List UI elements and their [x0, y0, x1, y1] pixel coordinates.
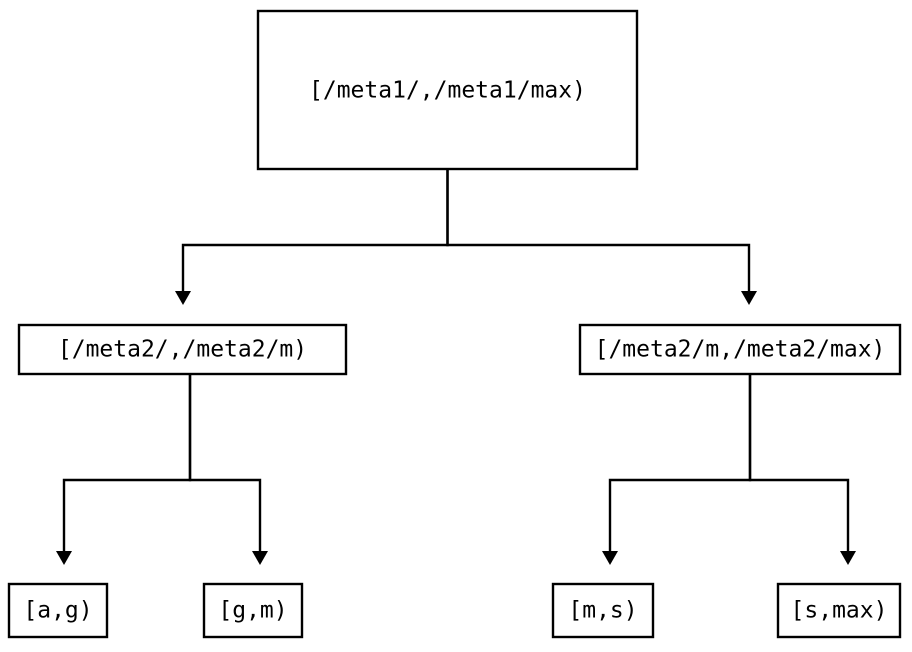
tree-node-leaf-a-g[interactable]: [a,g) — [7, 582, 109, 639]
edge-group-mid-right — [602, 374, 856, 565]
edge-group-mid-left — [56, 374, 268, 565]
tree-node-leaf-g-m-label: [g,m) — [218, 598, 287, 624]
edge-root-to-mid-left-line — [181, 169, 449, 291]
edge-mid-right-to-leaf-s-max-arrow-icon — [840, 551, 856, 565]
edge-mid-left-to-leaf-g-m-line — [188, 374, 262, 551]
tree-node-leaf-s-max[interactable]: [s,max) — [776, 582, 902, 639]
tree-node-leaf-m-s[interactable]: [m,s) — [551, 582, 655, 639]
edge-mid-right-to-leaf-m-s-arrow-icon — [602, 551, 618, 565]
tree-node-mid-left-box — [17, 323, 348, 376]
tree-node-leaf-m-s-box — [551, 582, 655, 639]
tree-node-leaf-a-g-label: [a,g) — [23, 598, 92, 624]
tree-node-leaf-s-max-box — [776, 582, 902, 639]
tree-node-mid-right[interactable]: [/meta2/m,/meta2/max) — [578, 323, 902, 376]
edge-root-to-mid-right-line — [446, 169, 751, 291]
tree-node-leaf-g-m[interactable]: [g,m) — [202, 582, 304, 639]
edge-root-to-mid-left-arrow-icon — [175, 291, 191, 305]
tree-node-root-label: [/meta1/,/meta1/max) — [309, 78, 586, 104]
tree-node-mid-left-label: [/meta2/,/meta2/m) — [58, 337, 307, 363]
tree-node-leaf-a-g-box — [7, 582, 109, 639]
tree-node-leaf-m-s-label: [m,s) — [568, 598, 637, 624]
edge-group-root — [175, 169, 757, 305]
tree-node-root-box — [256, 9, 639, 171]
tree-node-mid-left[interactable]: [/meta2/,/meta2/m) — [17, 323, 348, 376]
tree-node-mid-right-box — [578, 323, 902, 376]
tree-node-root[interactable]: [/meta1/,/meta1/max) — [256, 9, 639, 171]
edge-mid-left-to-leaf-a-g-line — [62, 374, 192, 551]
edge-mid-left-to-leaf-g-m-arrow-icon — [252, 551, 268, 565]
edge-root-to-mid-right-arrow-icon — [741, 291, 757, 305]
tree-node-leaf-s-max-label: [s,max) — [791, 598, 888, 624]
edge-mid-right-to-leaf-s-max-line — [748, 374, 850, 551]
edge-mid-right-to-leaf-m-s-line — [608, 374, 752, 551]
tree-node-mid-right-label: [/meta2/m,/meta2/max) — [595, 337, 886, 363]
edge-mid-left-to-leaf-a-g-arrow-icon — [56, 551, 72, 565]
tree-node-leaf-g-m-box — [202, 582, 304, 639]
